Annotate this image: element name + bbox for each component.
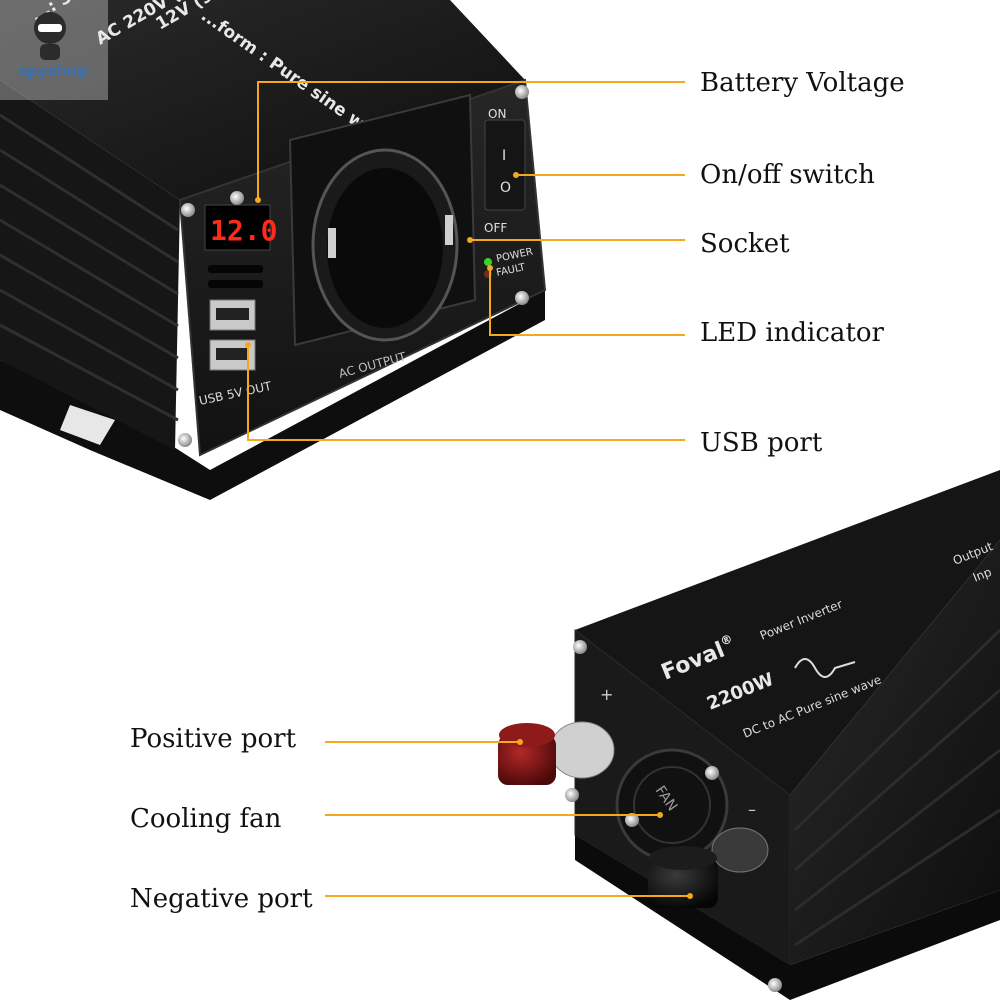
callout-led-indicator: LED indicator — [700, 318, 884, 348]
top-inverter: ...: 3.1A ...form : Pure sine wave 12V (… — [0, 0, 547, 500]
leader-lines — [247, 81, 690, 897]
input-text: Inp — [971, 565, 994, 585]
onoff-switch — [484, 119, 526, 211]
callout-negative-port: Negative port — [130, 884, 313, 914]
voltage-display-value: 12.0 — [210, 214, 277, 247]
callout-cooling-fan: Cooling fan — [130, 804, 282, 834]
plus-sign: + — [600, 685, 613, 704]
voltage-display — [204, 204, 271, 251]
callout-onoff-switch: On/off switch — [700, 160, 875, 190]
watermark-text: spyshop — [18, 62, 89, 80]
spy-mascot-icon — [34, 12, 66, 60]
bottom-inverter: Foval® Power Inverter 2200W DC to AC Pur… — [498, 470, 1000, 1000]
switch-off-text: OFF — [484, 221, 507, 235]
positive-terminal — [498, 721, 615, 785]
minus-sign: – — [748, 800, 756, 819]
callout-usb-port: USB port — [700, 428, 823, 458]
switch-i-text: I — [502, 148, 506, 164]
switch-on-text: ON — [488, 107, 506, 121]
switch-o-text: O — [500, 180, 511, 196]
callout-socket: Socket — [700, 229, 790, 259]
power-led — [484, 258, 492, 266]
callout-battery-voltage: Battery Voltage — [700, 68, 905, 98]
watermark-logo: spyshop — [0, 0, 108, 100]
callout-positive-port: Positive port — [130, 724, 297, 754]
negative-terminal — [648, 827, 769, 908]
